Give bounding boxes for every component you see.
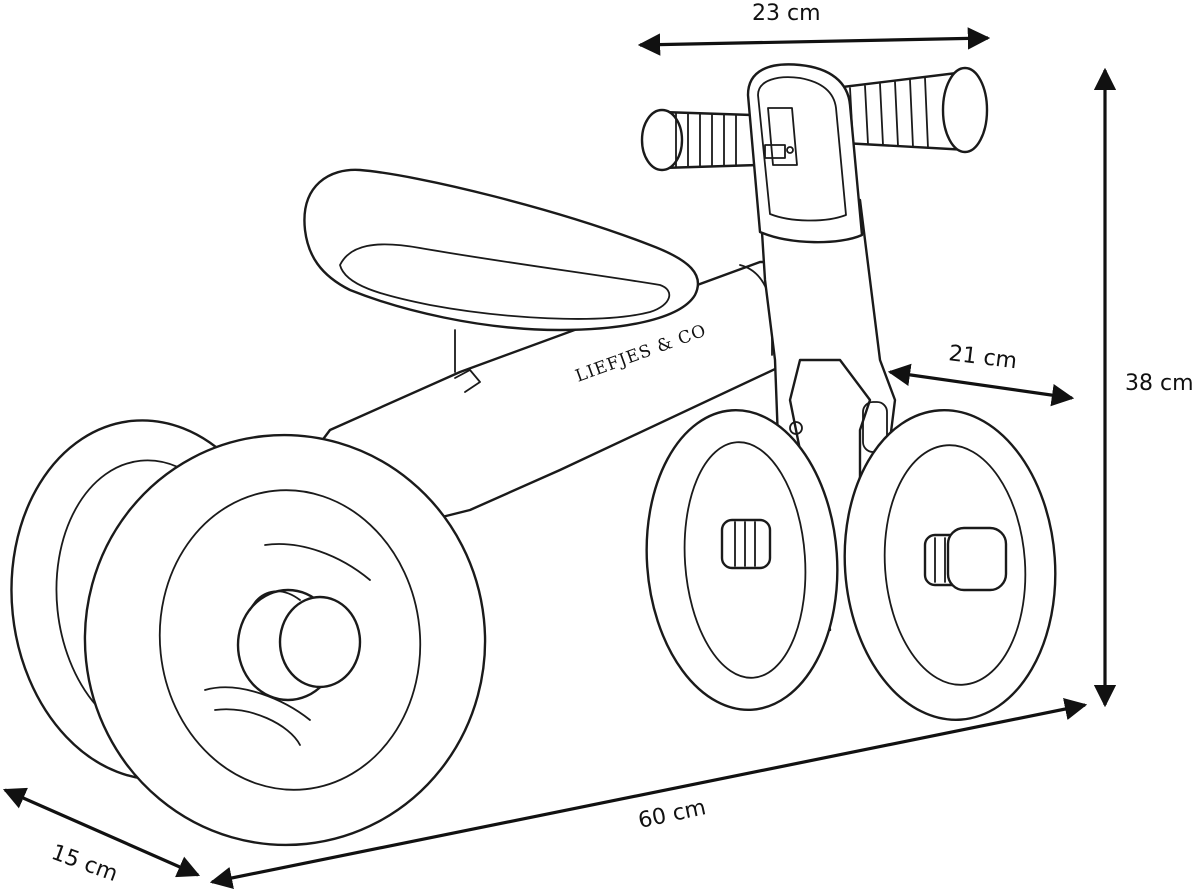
length-label: 60 cm [636, 795, 708, 834]
dimension-length [209, 698, 1088, 889]
height-label: 38 cm [1125, 371, 1194, 396]
seat [303, 168, 700, 332]
front-right-wheel [843, 409, 1057, 721]
handlebar-left-grip [640, 108, 760, 172]
handlebar-width-label: 23 cm [752, 1, 821, 26]
dimension-handlebar-width [637, 27, 991, 56]
front-left-wheel [645, 409, 839, 711]
handlebar-stem [746, 63, 864, 244]
front-axle-width-label: 21 cm [947, 341, 1018, 374]
dimension-front-axle-width [887, 363, 1075, 407]
rear-depth-label: 15 cm [48, 840, 121, 887]
dimension-rear-depth [2, 787, 201, 878]
